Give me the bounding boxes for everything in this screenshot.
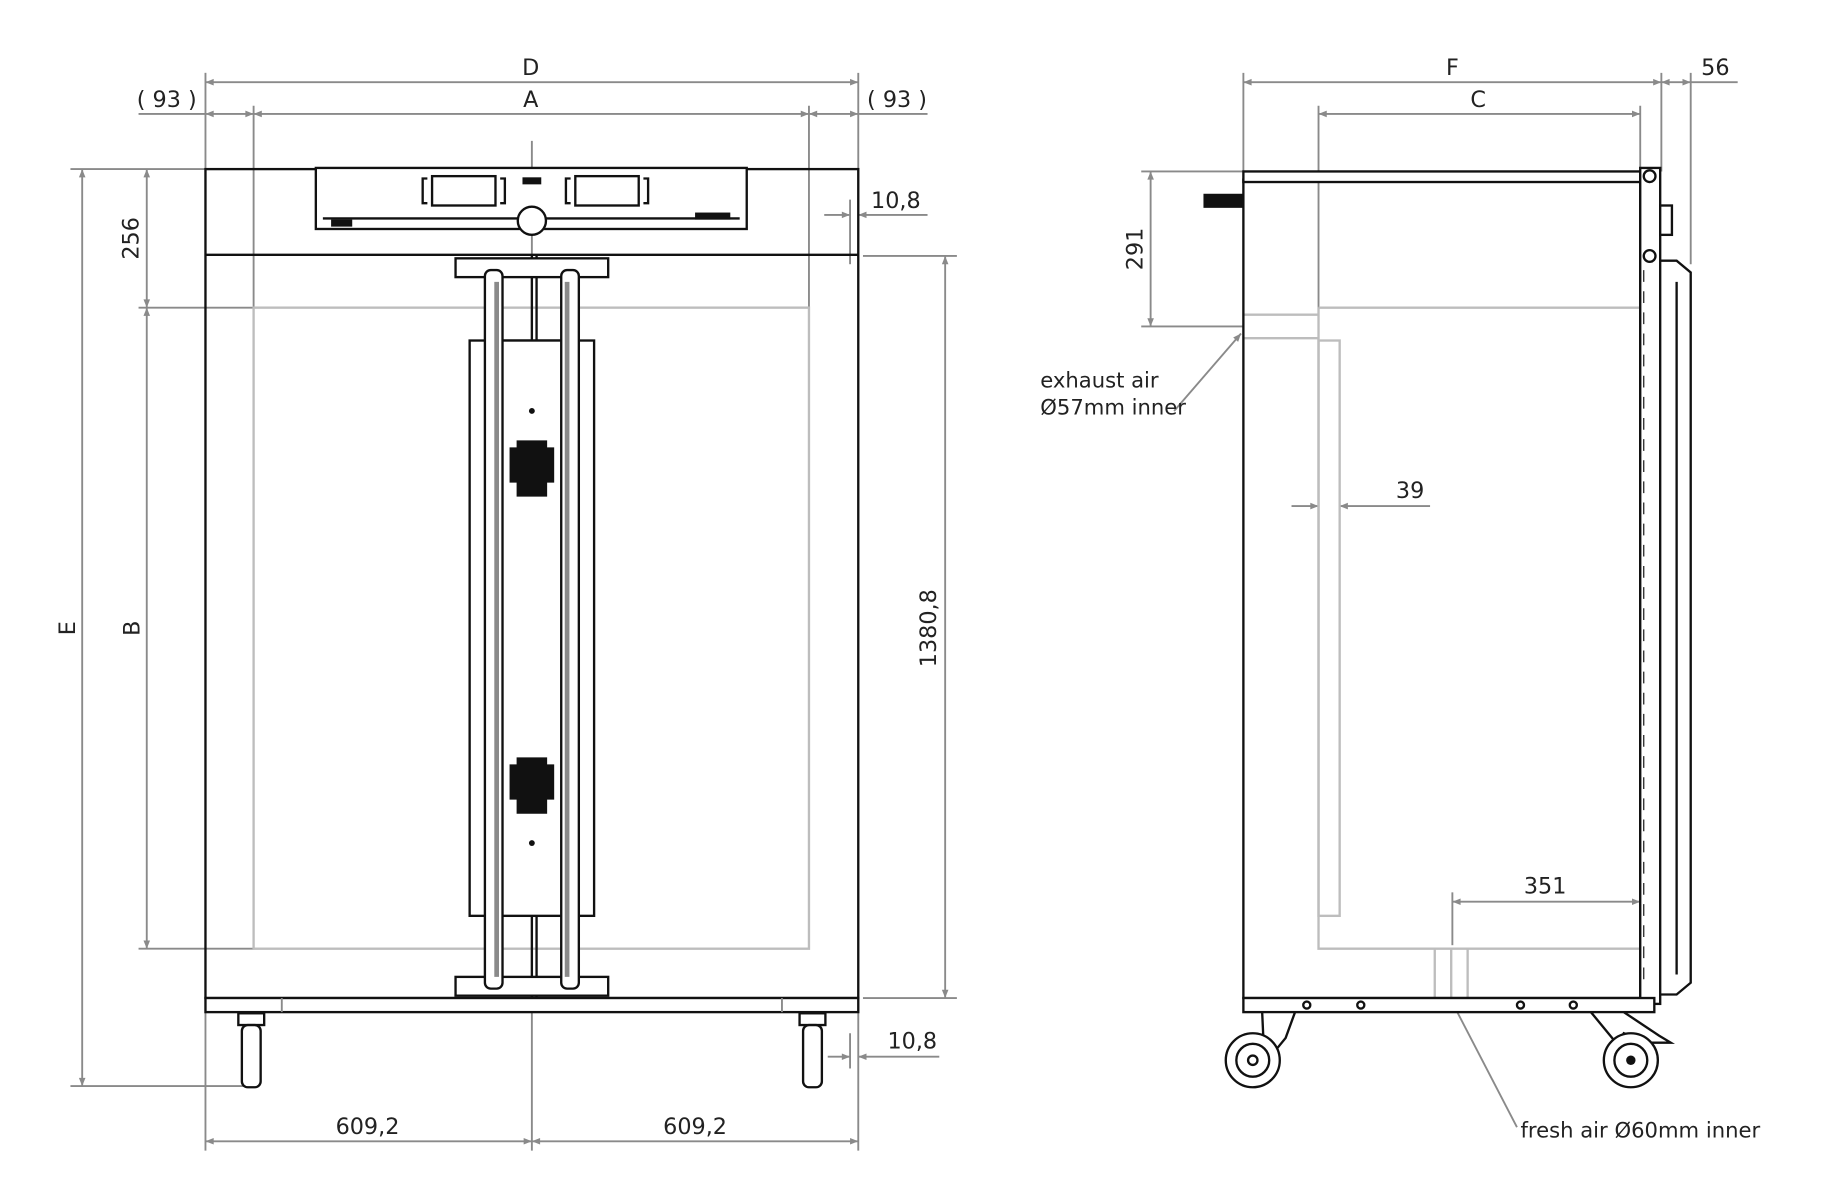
dim-label-291: 291 — [1122, 228, 1148, 271]
base-frame — [204, 996, 860, 1014]
dim-label-top-10-8: 10,8 — [871, 188, 921, 214]
front-dimension-lines — [78, 78, 949, 1145]
exhaust-air-label: exhaust air — [1040, 367, 1159, 392]
upper-latch — [509, 440, 555, 497]
exhaust-port — [1203, 193, 1244, 208]
dim-label-D: D — [522, 55, 539, 81]
dim-label-right-609-2: 609,2 — [663, 1114, 727, 1140]
dim-label-56: 56 — [1701, 55, 1729, 81]
dim-label-bottom-10-8: 10,8 — [887, 1029, 937, 1055]
dim-label-1380-8: 1380,8 — [916, 589, 942, 667]
dim-label-C: C — [1470, 87, 1486, 113]
side-body-outline — [1242, 178, 1642, 1000]
side-door — [1639, 166, 1692, 1006]
dim-label-left-93: ( 93 ) — [137, 87, 197, 113]
front-casters — [237, 1012, 827, 1089]
front-view: D A ( 93 ) ( 93 ) E B 256 1380,8 10,8 10… — [55, 55, 957, 1151]
dim-label-right-93: ( 93 ) — [867, 87, 927, 113]
status-leds — [522, 177, 542, 185]
dim-label-F: F — [1446, 55, 1459, 81]
side-hidden-lines — [1243, 306, 1641, 999]
left-display — [430, 174, 497, 207]
side-top-rail — [1242, 170, 1642, 184]
brand-logo — [695, 212, 731, 220]
side-dimension-lines — [1147, 78, 1738, 1128]
side-view: F C 56 291 39 351 exhaust air Ø57mm inne… — [1040, 55, 1760, 1143]
dim-label-left-609-2: 609,2 — [336, 1114, 400, 1140]
dim-label-39: 39 — [1396, 478, 1424, 504]
dim-label-256: 256 — [119, 217, 145, 260]
fresh-air-label: fresh air Ø60mm inner — [1520, 1118, 1760, 1143]
dim-label-A: A — [523, 87, 539, 113]
lower-latch — [509, 757, 555, 814]
dim-label-B: B — [120, 621, 146, 636]
side-extension-lines — [1141, 72, 1692, 946]
side-casters — [1224, 1010, 1675, 1089]
dim-label-351: 351 — [1524, 874, 1567, 900]
side-base — [1242, 996, 1656, 1014]
door-handles — [454, 257, 610, 997]
control-knob — [516, 205, 548, 237]
control-panel — [314, 166, 748, 237]
right-display — [574, 174, 640, 207]
dim-label-E: E — [55, 621, 81, 635]
exhaust-air-diameter-label: Ø57mm inner — [1040, 394, 1186, 419]
